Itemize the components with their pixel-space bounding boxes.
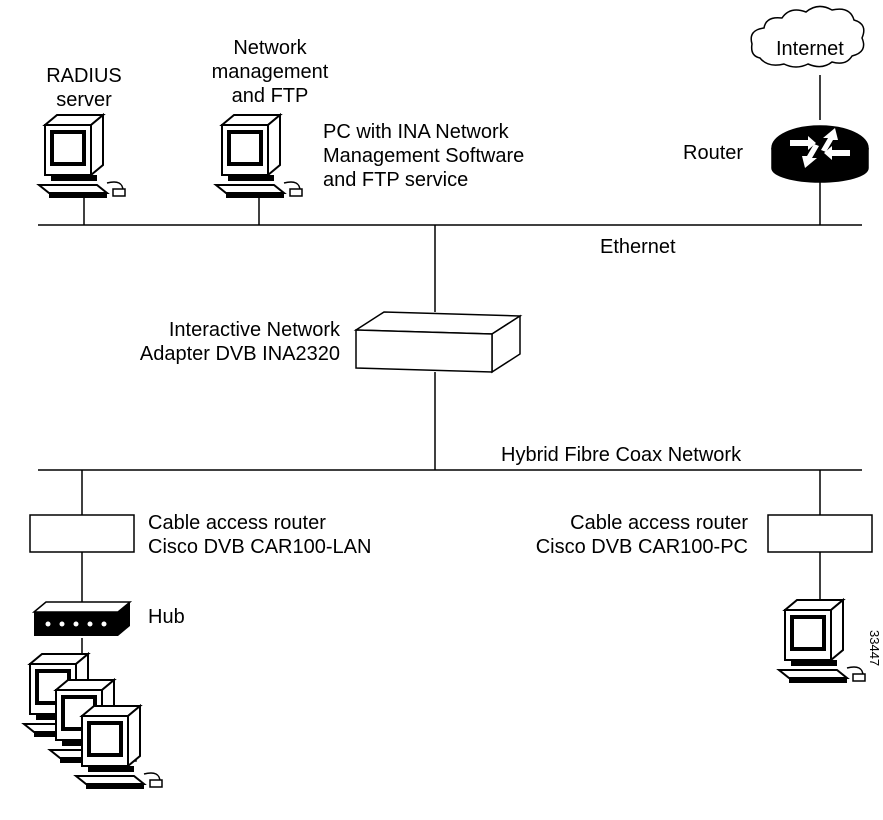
router-label: Router (683, 142, 744, 164)
internet-cloud-icon (750, 5, 865, 68)
internet-label: Internet (776, 38, 844, 60)
car100-pc-box (767, 514, 873, 553)
router-icon (771, 125, 869, 183)
lan-workstation-icon (75, 705, 163, 790)
radius-server-workstation-icon (38, 114, 126, 199)
hub-label: Hub (148, 606, 185, 628)
hub-icon (31, 601, 133, 636)
hfc-label: Hybrid Fibre Coax Network (501, 444, 742, 466)
pc-workstation-icon (778, 599, 866, 684)
figure-id: 33447 (867, 630, 882, 667)
ethernet-label: Ethernet (600, 236, 676, 258)
car100-lan-box (29, 514, 135, 553)
network-management-workstation-icon (215, 114, 303, 199)
ina-adapter-icon (353, 311, 523, 374)
